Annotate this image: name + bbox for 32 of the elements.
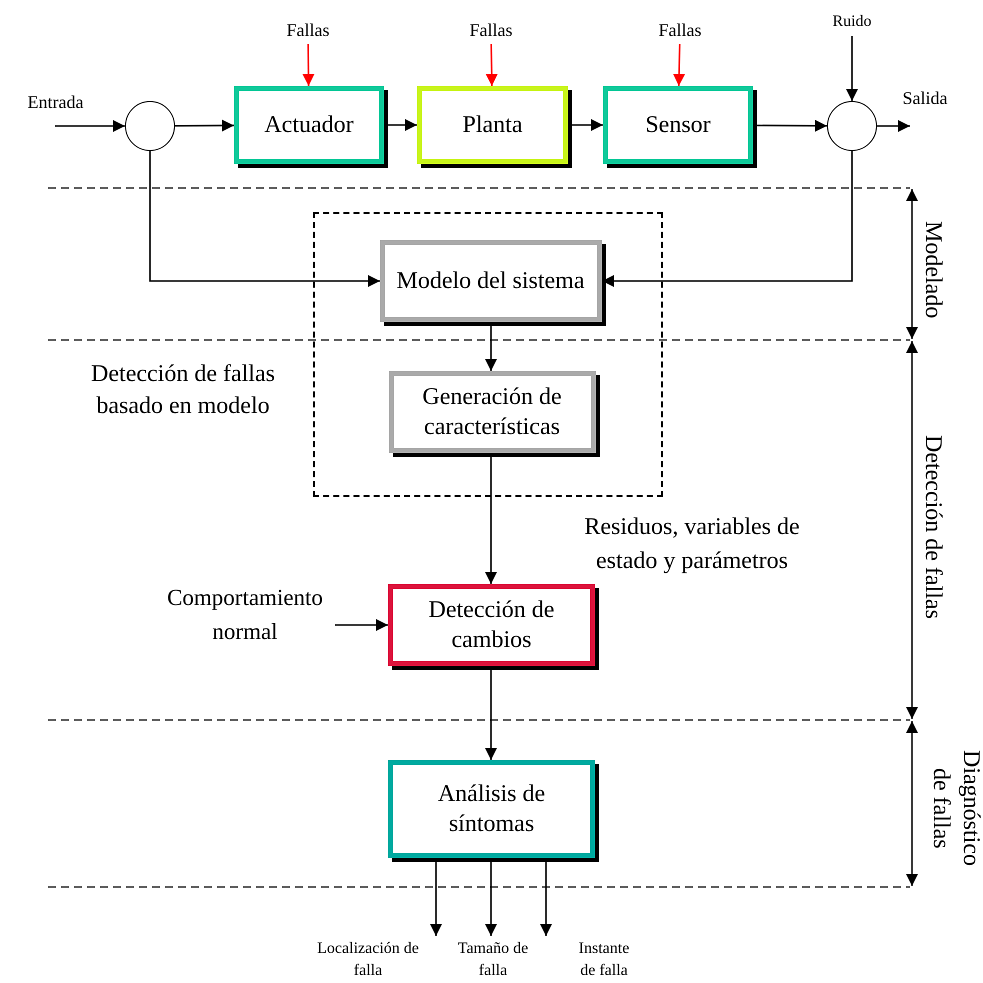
section-label: Detección de fallas	[919, 434, 947, 621]
text-label: Localización de falla	[316, 936, 420, 983]
text-label: Tamaño de falla	[456, 936, 530, 983]
arrow	[877, 120, 910, 132]
box-label: Detección de cambios	[428, 596, 556, 655]
text-label: Fallas	[640, 16, 720, 44]
text-label: Ruido	[812, 8, 892, 36]
summing-junction-circle	[827, 101, 877, 151]
arrow	[149, 151, 380, 287]
arrow	[302, 44, 314, 86]
arrow	[486, 44, 498, 86]
box-label: Actuador	[264, 111, 354, 140]
section-label: Diagnóstico de fallas	[927, 749, 983, 868]
input-label: Entrada	[26, 91, 84, 114]
section-label: Modelado	[919, 220, 947, 321]
box-label: Generación de características	[421, 382, 563, 442]
arrow	[175, 120, 234, 132]
arrow	[673, 44, 686, 86]
text-label: Fallas	[268, 16, 348, 44]
text-label: Comportamiento normal	[155, 580, 335, 650]
box-label: Sensor	[645, 111, 711, 140]
output-label: Salida	[902, 87, 948, 110]
arrow	[55, 120, 125, 132]
text-label: Fallas	[451, 16, 531, 44]
summing-junction-circle	[125, 101, 175, 151]
box-label: Modelo del sistema	[396, 266, 584, 296]
group-heading: Detección de fallas basado en modelo	[90, 360, 276, 421]
arrow	[335, 619, 388, 631]
arrow	[846, 36, 858, 101]
text-label: Instante de falla	[570, 936, 638, 983]
box-label: Análisis de síntomas	[436, 780, 546, 839]
box-label: Planta	[462, 111, 522, 140]
